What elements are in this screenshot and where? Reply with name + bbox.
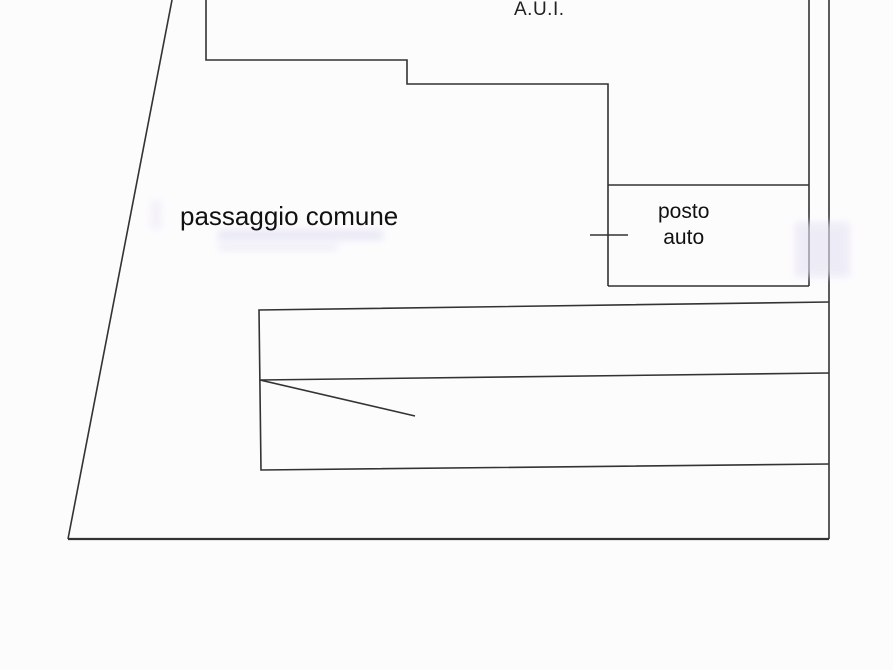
boundary-left-slanted	[67, 0, 173, 540]
smudge-under-label-2	[218, 243, 338, 251]
ramp-outline	[258, 301, 830, 471]
ramp-mid-line	[259, 372, 830, 381]
smudge-right	[795, 222, 850, 277]
passaggio-comune-label: passaggio comune	[180, 201, 399, 231]
smudge-under-label	[218, 230, 383, 240]
aui-outline	[205, 0, 609, 286]
auto-label: auto	[663, 226, 705, 249]
smudge-left	[150, 200, 162, 230]
posto-label: posto	[658, 200, 710, 223]
aui-label: A.U.I.	[514, 0, 565, 20]
ramp-diagonal	[259, 379, 416, 417]
posto-auto-label: posto auto	[658, 199, 709, 251]
